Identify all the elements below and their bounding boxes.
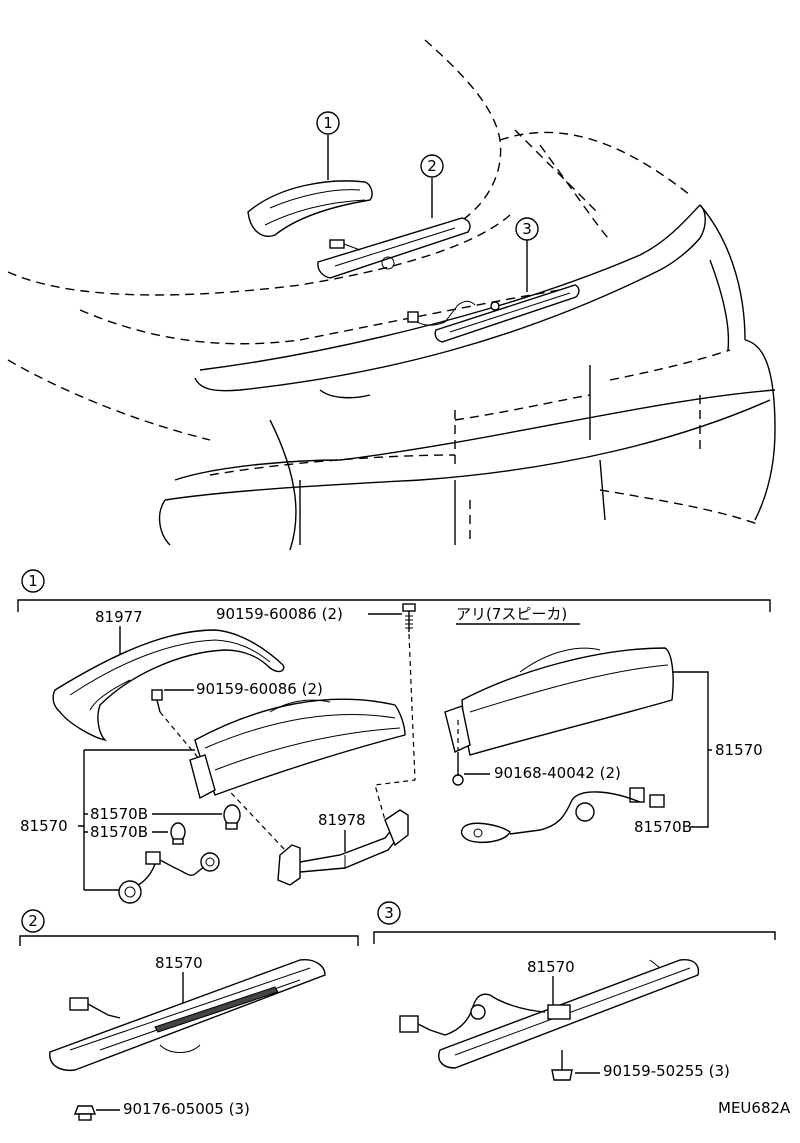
label-variant: アリ(7スピーカ) — [456, 605, 567, 623]
label-81570-s3: 81570 — [527, 958, 575, 976]
bracket-81978 — [277, 809, 409, 886]
bolt-icon — [151, 689, 163, 713]
callout-1-label: 1 — [323, 114, 333, 132]
callout-3: 3 — [515, 217, 539, 241]
connector-icon — [399, 1015, 419, 1033]
label-81570b-a: 81570B — [90, 805, 148, 823]
callout-1: 1 — [316, 111, 340, 135]
lamp-type3 — [399, 959, 700, 1069]
clip-icon — [73, 1105, 97, 1121]
harness-type1 — [118, 851, 220, 904]
connector-icon — [629, 787, 645, 803]
section-2-label: 2 — [28, 912, 38, 930]
cover-81977 — [52, 629, 285, 742]
label-screw-right: 90168-40042 (2) — [494, 764, 621, 782]
lamp-housing-type1 — [189, 698, 406, 800]
bulb-icon — [223, 804, 241, 830]
lamp-type3-on-car — [407, 284, 580, 343]
callout-2: 2 — [420, 154, 444, 178]
label-clip-s2: 90176-05005 (3) — [123, 1100, 250, 1118]
lamp-type1-on-car — [247, 180, 373, 237]
diagram-code: MEU682A — [718, 1099, 791, 1117]
label-81570b-right: 81570B — [634, 818, 692, 836]
label-screw-s3: 90159-50255 (3) — [603, 1062, 730, 1080]
lamp-housing-variant — [444, 647, 674, 756]
section-2: 2 81570 90176-05005 (3) — [19, 909, 359, 1121]
label-81977: 81977 — [95, 608, 143, 626]
bolt-icon — [402, 603, 416, 632]
lamp-type2-on-car — [317, 217, 471, 279]
screw-icon — [452, 752, 464, 786]
label-81978: 81978 — [318, 811, 366, 829]
section-3-label: 3 — [384, 904, 394, 922]
label-81570-s2: 81570 — [155, 954, 203, 972]
label-81570b-b: 81570B — [90, 823, 148, 841]
car-rear-view — [7, 39, 776, 551]
label-bolt-mid: 90159-60086 (2) — [196, 680, 323, 698]
label-81570-right: 81570 — [715, 741, 763, 759]
bulb-icon — [170, 822, 186, 845]
harness-variant — [460, 787, 665, 844]
connector-icon — [69, 997, 89, 1011]
screw-icon — [551, 1050, 573, 1081]
connector-icon — [145, 851, 161, 865]
callout-2-label: 2 — [427, 157, 437, 175]
label-81570-left: 81570 — [20, 817, 68, 835]
lamp-type2 — [49, 959, 326, 1072]
section-3: 3 81570 90159-50255 (3) — [373, 901, 776, 1081]
label-bolt-top: 90159-60086 (2) — [216, 605, 343, 623]
section-1: 1 81977 90159-60086 (2) 90159-60086 (2) — [17, 569, 771, 904]
section-1-label: 1 — [28, 572, 38, 590]
callout-3-label: 3 — [522, 220, 532, 238]
